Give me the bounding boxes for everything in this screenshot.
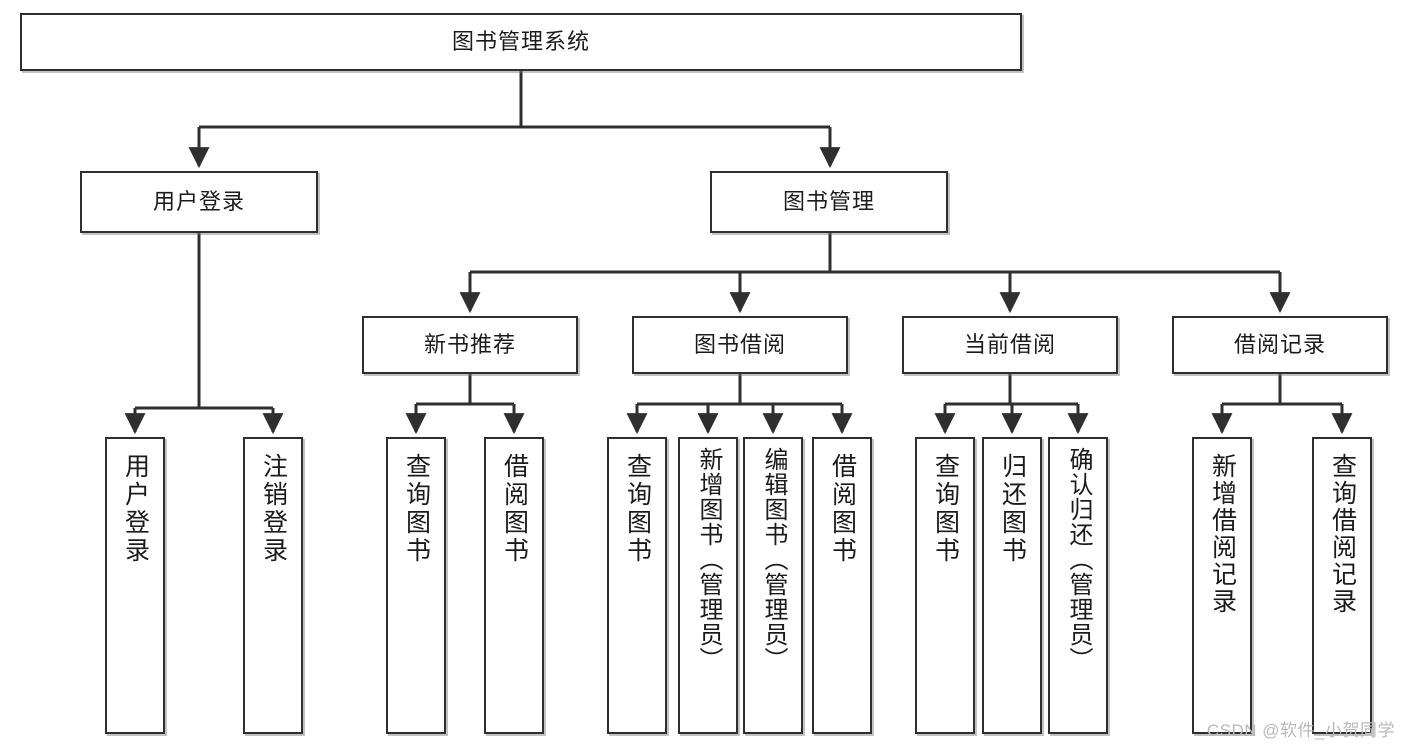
node-current-borrow-label: 当前借阅 [963,331,1056,357]
leaf-logout[interactable]: 注销登录 [243,437,303,734]
leaf-query-book-newbook-label: 查询图书 [402,453,431,565]
leaf-user-login[interactable]: 用户登录 [105,437,165,734]
node-book-borrow[interactable]: 图书借阅 [632,316,848,374]
node-borrow-record-label: 借阅记录 [1233,331,1326,357]
leaf-edit-book-admin[interactable]: 编辑图书（管理员） [743,437,803,734]
leaf-add-borrow-record-label: 新增借阅记录 [1208,453,1237,615]
leaf-borrow-book-newbook[interactable]: 借阅图书 [484,437,544,734]
node-new-book-recommend[interactable]: 新书推荐 [362,316,578,374]
leaf-borrow-book-borrow-label: 借阅图书 [828,453,857,565]
leaf-query-book-current-label: 查询图书 [931,453,960,565]
node-user-login-label: 用户登录 [152,188,245,214]
node-book-manage[interactable]: 图书管理 [710,171,948,233]
leaf-user-login-label: 用户登录 [121,453,150,565]
leaf-return-book-label: 归还图书 [998,453,1027,565]
leaf-add-borrow-record[interactable]: 新增借阅记录 [1192,437,1252,734]
leaf-confirm-return-admin[interactable]: 确认归还（管理员） [1048,437,1108,734]
leaf-add-book-admin[interactable]: 新增图书（管理员） [678,437,738,734]
leaf-logout-label: 注销登录 [259,453,288,565]
node-book-manage-label: 图书管理 [782,188,875,214]
leaf-confirm-return-admin-label: 确认归还（管理员） [1065,447,1092,672]
leaf-query-book-borrow-label: 查询图书 [623,453,652,565]
node-borrow-record[interactable]: 借阅记录 [1172,316,1388,374]
node-user-login[interactable]: 用户登录 [80,171,318,233]
node-new-book-recommend-label: 新书推荐 [423,331,516,357]
leaf-edit-book-admin-label: 编辑图书（管理员） [760,447,787,672]
leaf-query-book-current[interactable]: 查询图书 [915,437,975,734]
csdn-watermark: CSDN @软件_小贺同学 [1206,721,1395,740]
leaf-add-book-admin-label: 新增图书（管理员） [695,447,722,672]
node-root-label: 图书管理系统 [451,28,590,54]
leaf-query-borrow-record[interactable]: 查询借阅记录 [1312,437,1372,734]
node-root[interactable]: 图书管理系统 [20,13,1022,71]
leaf-borrow-book-newbook-label: 借阅图书 [500,453,529,565]
leaf-borrow-book-borrow[interactable]: 借阅图书 [812,437,872,734]
leaf-query-borrow-record-label: 查询借阅记录 [1328,453,1357,615]
leaf-return-book[interactable]: 归还图书 [982,437,1042,734]
node-current-borrow[interactable]: 当前借阅 [902,316,1118,374]
leaf-query-book-borrow[interactable]: 查询图书 [607,437,667,734]
node-book-borrow-label: 图书借阅 [693,331,786,357]
leaf-query-book-newbook[interactable]: 查询图书 [386,437,446,734]
